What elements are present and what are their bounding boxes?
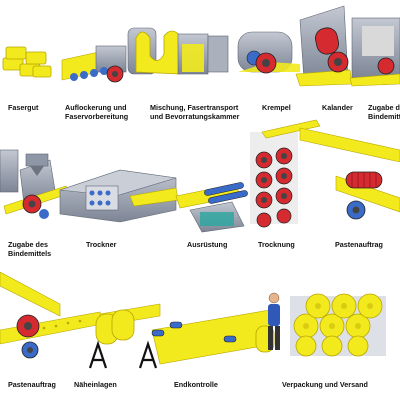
stage-endkontrolle: [151, 309, 275, 365]
stage-zugabe-top: [349, 17, 400, 87]
stage-auflockerung: [61, 45, 127, 83]
stage-naeheinlagen: [88, 303, 161, 369]
label-naeheinlagen: Näheinlagen: [74, 380, 117, 389]
label-trocknung: Trocknung: [258, 240, 295, 249]
label-verpackung: Verpackung und Versand: [282, 380, 368, 389]
fiber-bales: [2, 46, 52, 78]
label-pastenauftrag-bot: Pastenauftrag: [8, 380, 56, 389]
label-kalander: Kalander: [322, 103, 353, 112]
worker-figure: [268, 292, 280, 350]
stage-kalander: [295, 5, 353, 87]
stage-mischung: [127, 27, 229, 75]
stage-verpackung: [290, 293, 386, 357]
stage-trockner: [59, 169, 179, 223]
label-endkontrolle: Endkontrolle: [174, 380, 218, 389]
stage-fasergut: [2, 46, 52, 78]
label-trockner: Trockner: [86, 240, 117, 249]
stage-trocknung: [250, 119, 321, 228]
label-pastenauftrag-mid: Pastenauftrag: [335, 240, 383, 249]
stage-pastenauftrag-mid: [299, 127, 400, 220]
label-fasergut: Fasergut: [8, 103, 39, 112]
label-krempel: Krempel: [262, 103, 291, 112]
stage-zugabe-mid: [0, 149, 69, 219]
label-ausruestung: Ausrüstung: [187, 240, 228, 249]
stage-pastenauftrag-bot: [0, 271, 103, 359]
stage-ausruestung: [175, 182, 248, 233]
stage-krempel: [237, 31, 300, 74]
